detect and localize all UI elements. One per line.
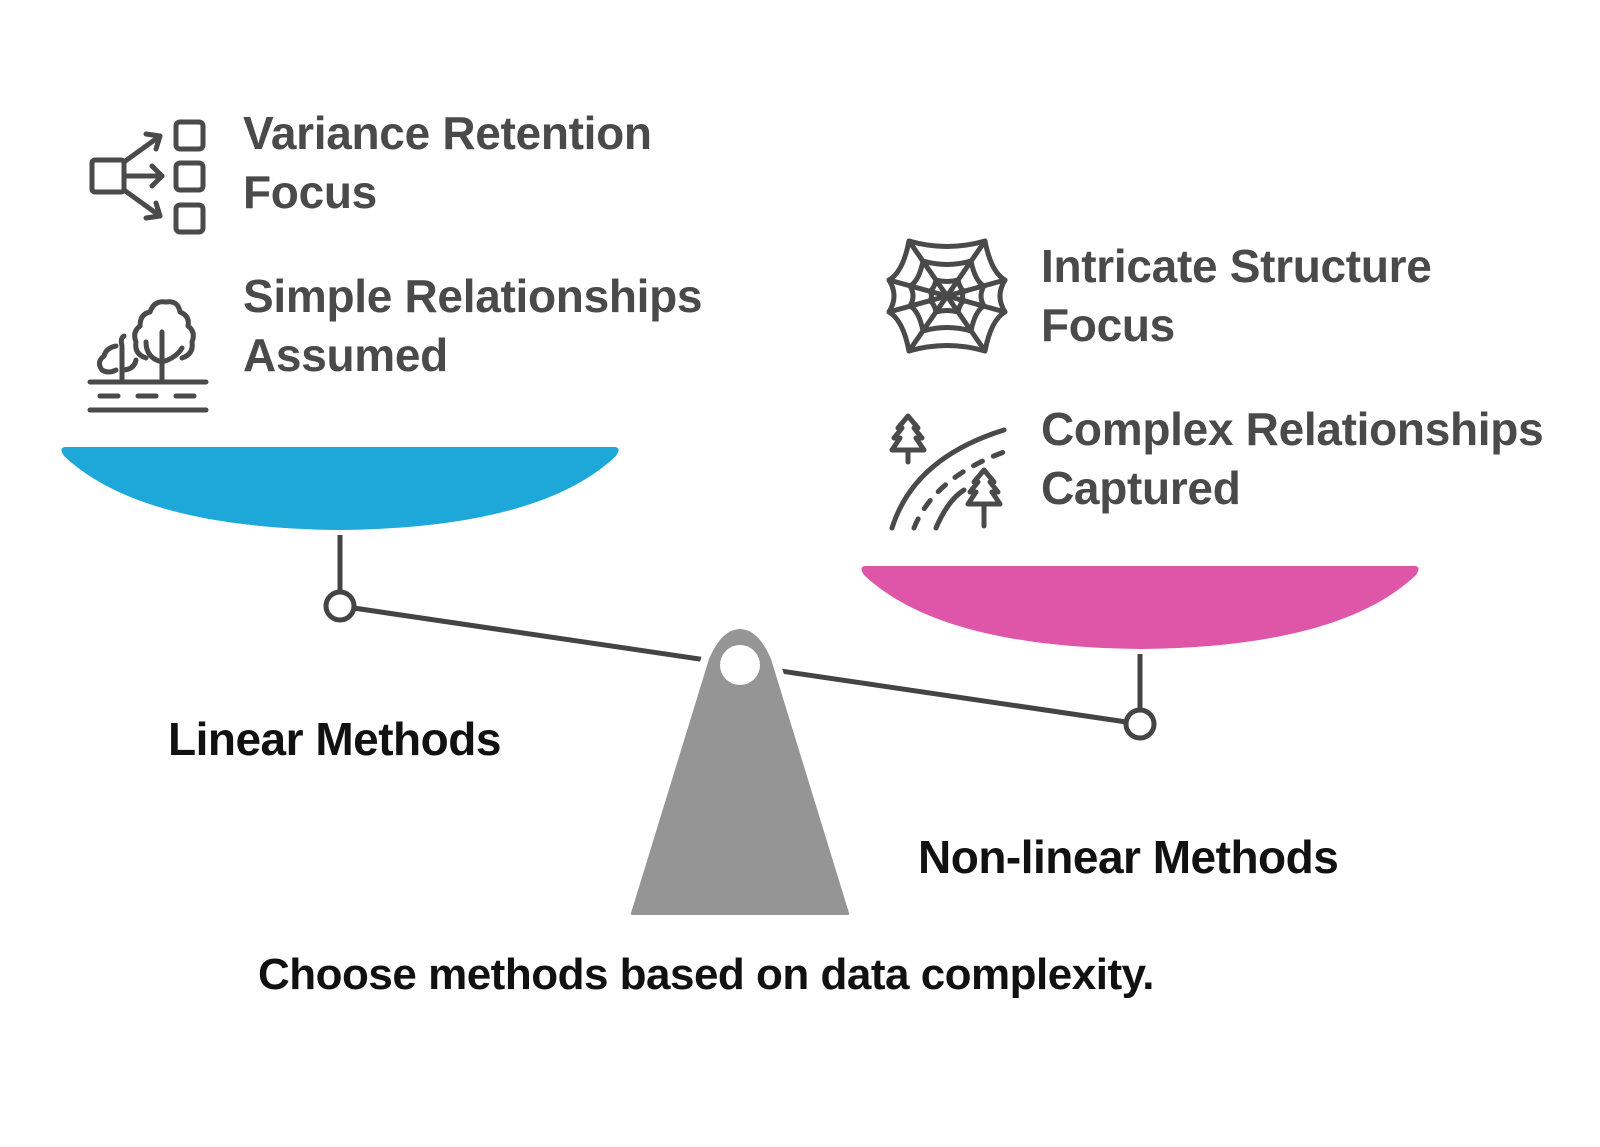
fulcrum <box>630 629 850 915</box>
non-linear-methods-label: Non-linear Methods <box>918 831 1339 883</box>
feature-line: Assumed <box>243 329 448 381</box>
feature-line: Intricate Structure <box>1041 240 1432 292</box>
left-pivot <box>323 589 357 623</box>
feature-line: Simple Relationships <box>243 270 703 322</box>
feature-intricate-structure: Intricate Structure Focus <box>1041 237 1432 355</box>
diagram-caption: Choose methods based on data complexity. <box>258 950 1155 999</box>
feature-line: Focus <box>243 166 377 218</box>
linear-methods-label: Linear Methods <box>168 713 501 765</box>
trees-landscape-icon <box>86 292 212 418</box>
feature-variance-retention: Variance Retention Focus <box>243 104 652 222</box>
feature-line: Focus <box>1041 299 1175 351</box>
winding-road-trees-icon <box>884 408 1010 534</box>
right-pan <box>861 566 1419 649</box>
feature-complex-relationships: Complex Relationships Captured <box>1041 400 1544 518</box>
distribution-arrows-icon <box>86 116 212 240</box>
spider-web-icon <box>886 236 1008 356</box>
feature-line: Complex Relationships <box>1041 403 1544 455</box>
feature-line: Variance Retention <box>243 107 652 159</box>
feature-line: Captured <box>1041 462 1241 514</box>
feature-simple-relationships: Simple Relationships Assumed <box>243 267 703 385</box>
left-pan <box>61 447 619 530</box>
fulcrum-hole <box>720 645 760 685</box>
right-pivot <box>1123 707 1157 741</box>
